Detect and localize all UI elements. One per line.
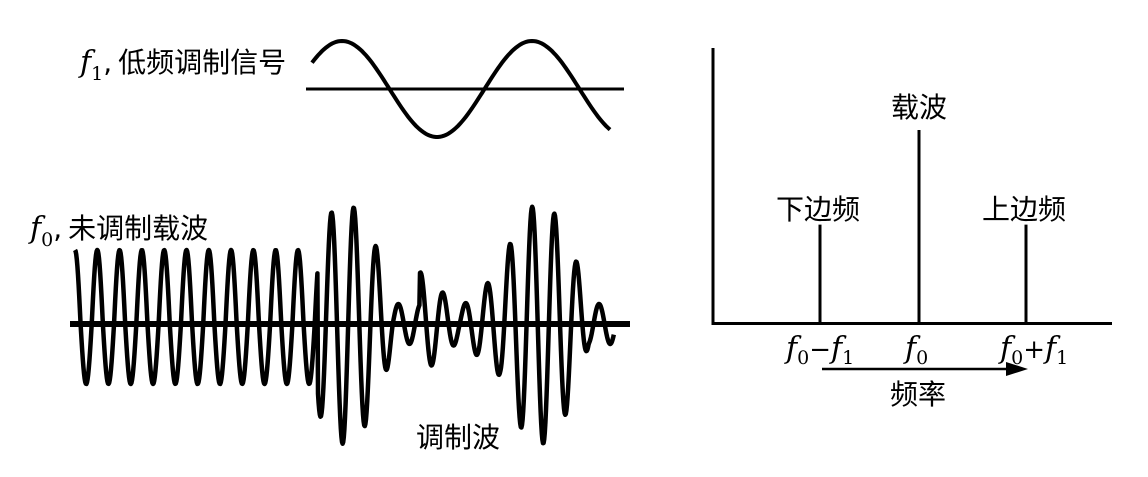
modulated-wave — [73, 204, 616, 446]
modulated-wave-label: 调制波 — [416, 421, 500, 454]
lower-sideband-label: 下边频 — [776, 193, 860, 226]
tick-label-center: f0 — [903, 331, 928, 369]
carrier-spectrum-label: 载波 — [891, 91, 947, 124]
upper-sideband-label: 上边频 — [982, 193, 1066, 226]
modulating-sine-wave — [310, 38, 612, 139]
carrier-signal-label: f0,未调制载波 — [28, 211, 208, 251]
modulating-label: f1,低频调制信号 — [78, 45, 286, 85]
frequency-arrow-head — [1006, 362, 1028, 376]
tick-label-lower: f0−f1 — [784, 331, 854, 369]
frequency-axis-label: 频率 — [890, 378, 946, 411]
